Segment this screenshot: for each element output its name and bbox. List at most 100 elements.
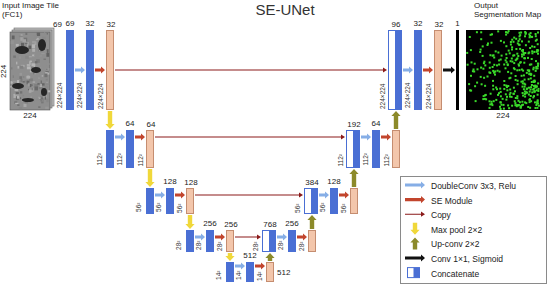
se-feature-map: 51214² [266, 262, 274, 282]
se-feature-map: 112² [392, 130, 400, 168]
size-label: 224×224 [405, 83, 412, 109]
legend-sample [405, 181, 425, 188]
conv-feature-map: 51214² [246, 262, 254, 282]
size-label: 224×224 [380, 84, 387, 110]
connector [319, 191, 329, 198]
connector [235, 234, 261, 239]
size-label: 224×224 [77, 83, 84, 109]
size-label: 224×224 [57, 83, 64, 109]
label: 224 [23, 112, 36, 121]
connector [155, 191, 165, 198]
size-label: 112² [138, 154, 145, 167]
label: 224 [1, 64, 10, 77]
size-label: 28² [218, 242, 225, 251]
conv-feature-map: 32224×224 [414, 30, 422, 110]
conv-feature-map: 12856² [330, 188, 338, 214]
label: 69 [53, 21, 62, 30]
channel-count: 128 [184, 179, 197, 187]
conv-feature-map: 64112² [372, 130, 380, 168]
connector [185, 215, 194, 229]
connector [235, 262, 245, 269]
size-label: 14² [258, 272, 265, 281]
size-label: 14² [217, 271, 224, 280]
legend-text: Copy [431, 210, 451, 220]
size-label: 28² [197, 241, 204, 250]
size-label: 56² [296, 204, 303, 213]
legend-sample [405, 196, 425, 203]
channel-count: 64 [147, 121, 156, 129]
connector [155, 134, 345, 139]
size-label: 112² [338, 154, 345, 167]
conv-feature-map: 64112² [126, 130, 134, 168]
output-feature-map: 1 [456, 30, 459, 110]
channel-count: 192 [347, 121, 360, 129]
se-feature-map: 32224×224 [434, 30, 442, 110]
se-feature-map: 25628² [226, 230, 234, 252]
channel-count: 768 [263, 221, 276, 229]
size-label: 56² [137, 203, 144, 212]
legend-box: DoubleConv 3x3, ReluSE ModuleCopyMax poo… [400, 176, 547, 284]
se-feature-map: 64112² [146, 130, 154, 168]
channel-count: 128 [327, 178, 340, 186]
connector [115, 133, 125, 140]
title: SE-UNet [255, 1, 314, 18]
concat-feature-map: 76828² [262, 230, 276, 252]
legend-text: Conv 1×1, Sigmoid [431, 254, 503, 264]
channel-count: 256 [224, 221, 237, 229]
channel-count: 32 [86, 20, 95, 28]
legend-text: DoubleConv 3x3, Relu [431, 181, 516, 191]
size-label: 28² [254, 242, 261, 251]
size-label: 112² [384, 154, 391, 167]
connector [105, 111, 114, 129]
se-feature-map: 12856² [186, 188, 194, 214]
connector [195, 233, 205, 240]
input-image [10, 32, 50, 110]
channel-count: 384 [305, 179, 318, 187]
legend-sample [405, 254, 425, 261]
channel-count: 256 [285, 220, 298, 228]
connector [75, 66, 85, 73]
channel-count: 32 [414, 20, 423, 28]
size-label: 56² [178, 204, 185, 213]
legend-text: Max pool 2×2 [431, 225, 482, 235]
size-label: 28² [279, 241, 286, 250]
connector [195, 192, 303, 197]
channel-count: 512 [277, 269, 290, 277]
connector [215, 233, 225, 240]
channel-count: 1 [455, 20, 459, 28]
connector [265, 253, 274, 261]
conv-feature-map: 25628² [206, 230, 214, 252]
connector [255, 262, 265, 269]
conv-feature-map: 28² [186, 230, 194, 252]
conv-feature-map: 25628² [288, 230, 296, 252]
size-label: 112² [363, 153, 370, 166]
se-feature-map: 28² [308, 230, 316, 252]
size-label: 112² [117, 153, 124, 166]
conv-feature-map: 14² [226, 262, 234, 282]
channel-count: 64 [126, 120, 135, 128]
conv-feature-map: 32224×224 [86, 30, 94, 110]
se-feature-map: 32224×224 [106, 30, 114, 110]
connector [381, 133, 391, 140]
channel-count: 32 [107, 21, 116, 29]
channel-count: 96 [392, 21, 401, 29]
label: Input Image Tile (FC1) [2, 2, 66, 20]
connector [115, 67, 387, 72]
channel-count: 32 [435, 21, 444, 29]
channel-count: 64 [372, 120, 381, 128]
size-label: 14² [237, 271, 244, 280]
legend-text: Up-conv 2×2 [431, 239, 479, 249]
legend-sample [408, 268, 420, 278]
concat-feature-map: 96224×224 [388, 30, 402, 110]
connector [175, 191, 185, 198]
conv-feature-map: 69224×224 [66, 30, 74, 110]
size-label: 56² [321, 203, 328, 212]
concat-feature-map: 38456² [304, 188, 318, 214]
conv-feature-map: 56² [146, 188, 154, 214]
size-label: 224×224 [98, 84, 105, 110]
channel-count: 512 [243, 252, 256, 260]
label: Output Segmentation Map [474, 2, 548, 20]
connector [423, 66, 433, 73]
size-label: 28² [300, 242, 307, 251]
connector [225, 253, 234, 261]
